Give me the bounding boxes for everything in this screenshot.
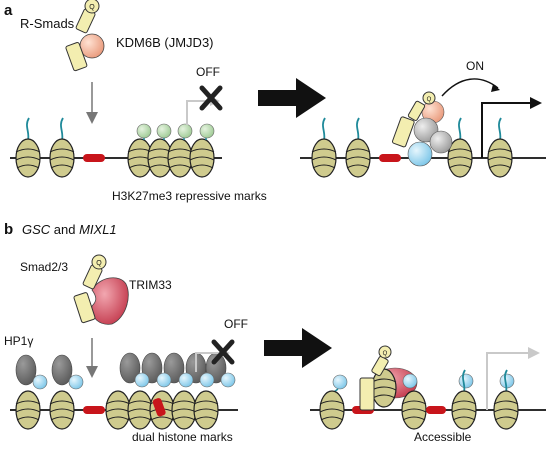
chromatin-a-on: Q — [300, 78, 546, 178]
transition-arrow-b — [264, 328, 332, 368]
off-label-b: OFF — [224, 317, 248, 331]
transition-arrow-a — [258, 78, 326, 118]
r-smads-label: R-Smads — [20, 16, 75, 31]
kdm6b-label: KDM6B (JMJD3) — [116, 35, 214, 50]
svg-text:Q: Q — [89, 4, 95, 11]
on-label: ON — [466, 59, 484, 73]
svg-text:Q: Q — [96, 260, 102, 267]
r-smad-kdm6b-complex: Q — [65, 0, 105, 72]
trim33-protein — [91, 277, 129, 325]
kdm6b-protein — [79, 33, 105, 59]
smad23-label: Smad2/3 — [20, 260, 68, 274]
chromatin-b-off — [10, 339, 238, 430]
off-label-a: OFF — [196, 65, 220, 79]
smad23-trim33-complex: Q — [73, 254, 129, 325]
chromatin-b-accessible: Q — [310, 345, 546, 430]
dual-marks-label: dual histone marks — [132, 430, 233, 444]
off-cross-a — [199, 85, 223, 111]
panel-a-letter: a — [4, 2, 13, 19]
hp1-label: HP1γ — [4, 334, 33, 348]
enhancer-element — [83, 154, 105, 162]
h3k27me3-marks — [136, 123, 215, 140]
accessible-label: Accessible — [414, 430, 472, 444]
off-cross-b — [211, 339, 235, 365]
r-smad-icon — [65, 42, 88, 72]
trim33-label: TRIM33 — [129, 278, 172, 292]
chromatin-a-off — [10, 85, 223, 178]
svg-text:Q: Q — [383, 351, 388, 357]
h3k27me3-label: H3K27me3 repressive marks — [112, 189, 267, 203]
target-genes-label: GSC and MIXL1 — [22, 222, 117, 237]
svg-text:Q: Q — [427, 97, 432, 103]
panel-b-letter: b — [4, 221, 13, 238]
